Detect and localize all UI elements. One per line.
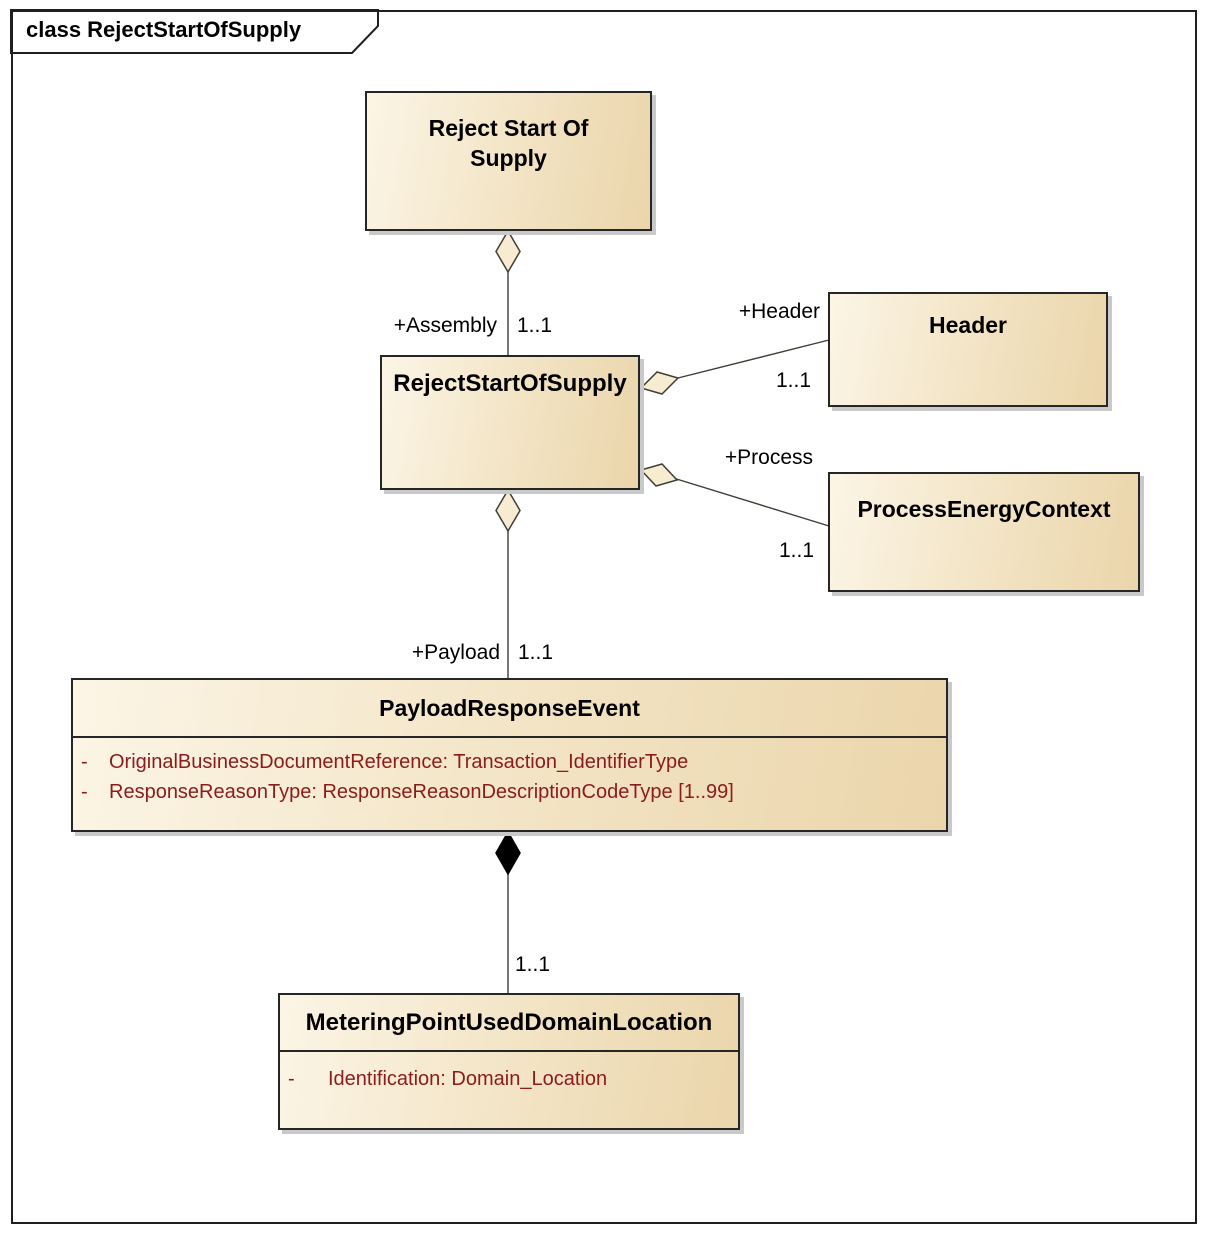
visibility-private-icon: -	[81, 781, 88, 803]
class-title: Header	[929, 312, 1007, 338]
diagram-frame-title: class RejectStartOfSupply	[26, 17, 302, 42]
class-title: RejectStartOfSupply	[393, 370, 627, 397]
class-title: Reject Start Of Supply	[428, 115, 589, 171]
connector-header[interactable]	[669, 339, 830, 381]
class-title: MeteringPointUsedDomainLocation	[280, 995, 738, 1052]
multiplicity-label-assembly: 1..1	[517, 314, 553, 337]
aggregation-diamond-icon	[495, 488, 521, 533]
role-label-process: +Process	[724, 446, 813, 469]
composition-diamond-icon	[495, 830, 521, 876]
class-box-reject-start-of-supply[interactable]: Reject Start Of Supply	[365, 91, 652, 231]
attribute-text: ResponseReasonType: ResponseReasonDescri…	[109, 781, 734, 803]
multiplicity-label-process: 1..1	[779, 539, 815, 562]
attribute-row: - OriginalBusinessDocumentReference: Tra…	[73, 747, 946, 777]
attribute-row: - Identification: Domain_Location	[280, 1064, 738, 1094]
attributes-compartment: - OriginalBusinessDocumentReference: Tra…	[73, 738, 946, 807]
diagram-frame	[11, 10, 1197, 1224]
attribute-row: - ResponseReasonType: ResponseReasonDesc…	[73, 777, 946, 807]
class-box-payload-response-event[interactable]: PayloadResponseEvent - OriginalBusinessD…	[71, 678, 948, 832]
aggregation-diamond-icon	[639, 371, 680, 395]
connector-process[interactable]	[669, 476, 830, 527]
role-label-header: +Header	[738, 300, 820, 323]
attributes-compartment: - Identification: Domain_Location	[280, 1052, 738, 1094]
class-box-rejectstartofsupply[interactable]: RejectStartOfSupply	[380, 355, 640, 490]
aggregation-diamond-icon	[495, 229, 521, 274]
class-box-metering-point-used-domain-location[interactable]: MeteringPointUsedDomainLocation - Identi…	[278, 993, 740, 1130]
multiplicity-label-header: 1..1	[776, 369, 812, 392]
multiplicity-label-payload: 1..1	[518, 641, 554, 664]
multiplicity-label-metering: 1..1	[515, 953, 551, 976]
class-box-header[interactable]: Header	[828, 292, 1108, 407]
class-box-process-energy-context[interactable]: ProcessEnergyContext	[828, 472, 1140, 592]
role-label-assembly: +Assembly	[393, 314, 497, 337]
visibility-private-icon: -	[288, 1068, 295, 1090]
class-title: PayloadResponseEvent	[73, 680, 946, 738]
attribute-text: OriginalBusinessDocumentReference: Trans…	[109, 751, 689, 773]
attribute-text: Identification: Domain_Location	[328, 1068, 608, 1090]
aggregation-diamond-icon	[639, 463, 679, 487]
class-title: ProcessEnergyContext	[857, 496, 1111, 522]
visibility-private-icon: -	[81, 751, 88, 773]
role-label-payload: +Payload	[411, 641, 500, 664]
